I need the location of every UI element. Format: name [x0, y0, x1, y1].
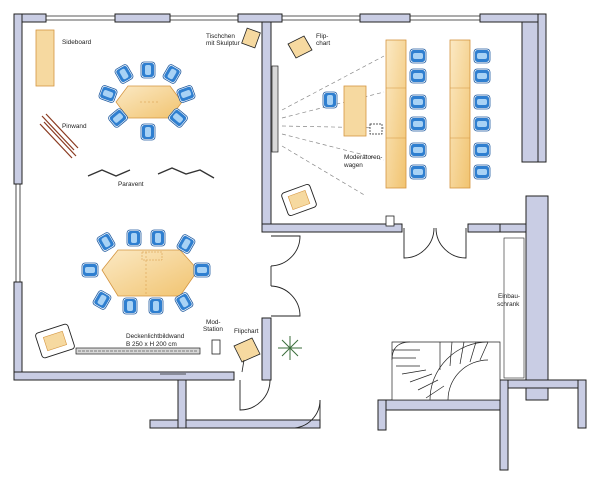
- einbauschrank: [503, 237, 525, 379]
- seminar-chairs-left: [409, 48, 427, 180]
- label-pinwand: Pinwand: [62, 123, 87, 130]
- tischchen-skulptur: [241, 27, 261, 49]
- label-deckenlicht-2: B 250 x H 200 cm: [126, 341, 177, 348]
- projection-rays: [281, 55, 385, 197]
- label-moderatoren-1: Moderatoren-: [344, 154, 382, 161]
- label-tischchen-2: mit Skulptur: [206, 40, 241, 47]
- flipchart-bottom: [233, 337, 261, 373]
- sideboard: [35, 29, 55, 87]
- label-flipchart-top-1: Flip-: [316, 33, 328, 40]
- mod-station: [211, 339, 221, 355]
- label-flipchart-bottom: Flipchart: [234, 328, 259, 335]
- moderatoren-wagen: [343, 85, 383, 137]
- label-moderatoren-2: wagen: [343, 162, 363, 169]
- seminar-chairs-right: [473, 48, 491, 180]
- plant: [278, 336, 302, 360]
- moderator-seat: [322, 91, 338, 109]
- doors: [239, 227, 467, 429]
- armchair-bottom-left: [35, 323, 75, 359]
- armchair-top-right: [281, 183, 317, 217]
- label-mod-station-1: Mod-: [206, 319, 221, 326]
- label-mod-station-2: Station: [203, 326, 223, 333]
- label-sideboard: Sideboard: [62, 39, 92, 46]
- pinwand: [39, 113, 79, 159]
- deckenlicht-projection-screen: [75, 347, 201, 355]
- seminar-desks: [385, 39, 471, 189]
- labels: Sideboard Tischchen mit Skulptur Flip- c…: [62, 33, 520, 348]
- paravent: [87, 167, 215, 179]
- column: [385, 215, 395, 227]
- label-einbau-1: Einbau-: [498, 293, 520, 300]
- flipchart-top: [287, 35, 313, 59]
- label-tischchen-1: Tischchen: [206, 33, 235, 40]
- label-paravent: Paravent: [118, 181, 144, 188]
- projection-wall-right: [271, 65, 279, 153]
- walls: [13, 13, 587, 471]
- label-deckenlicht-1: Deckenlichtbildwand: [126, 333, 185, 340]
- seminar-desk-dividers: [386, 87, 470, 139]
- label-flipchart-top-2: chart: [316, 40, 330, 47]
- staircase: [391, 341, 501, 401]
- label-einbau-2: schrank: [497, 301, 520, 308]
- conference-table-bottom: [101, 249, 199, 297]
